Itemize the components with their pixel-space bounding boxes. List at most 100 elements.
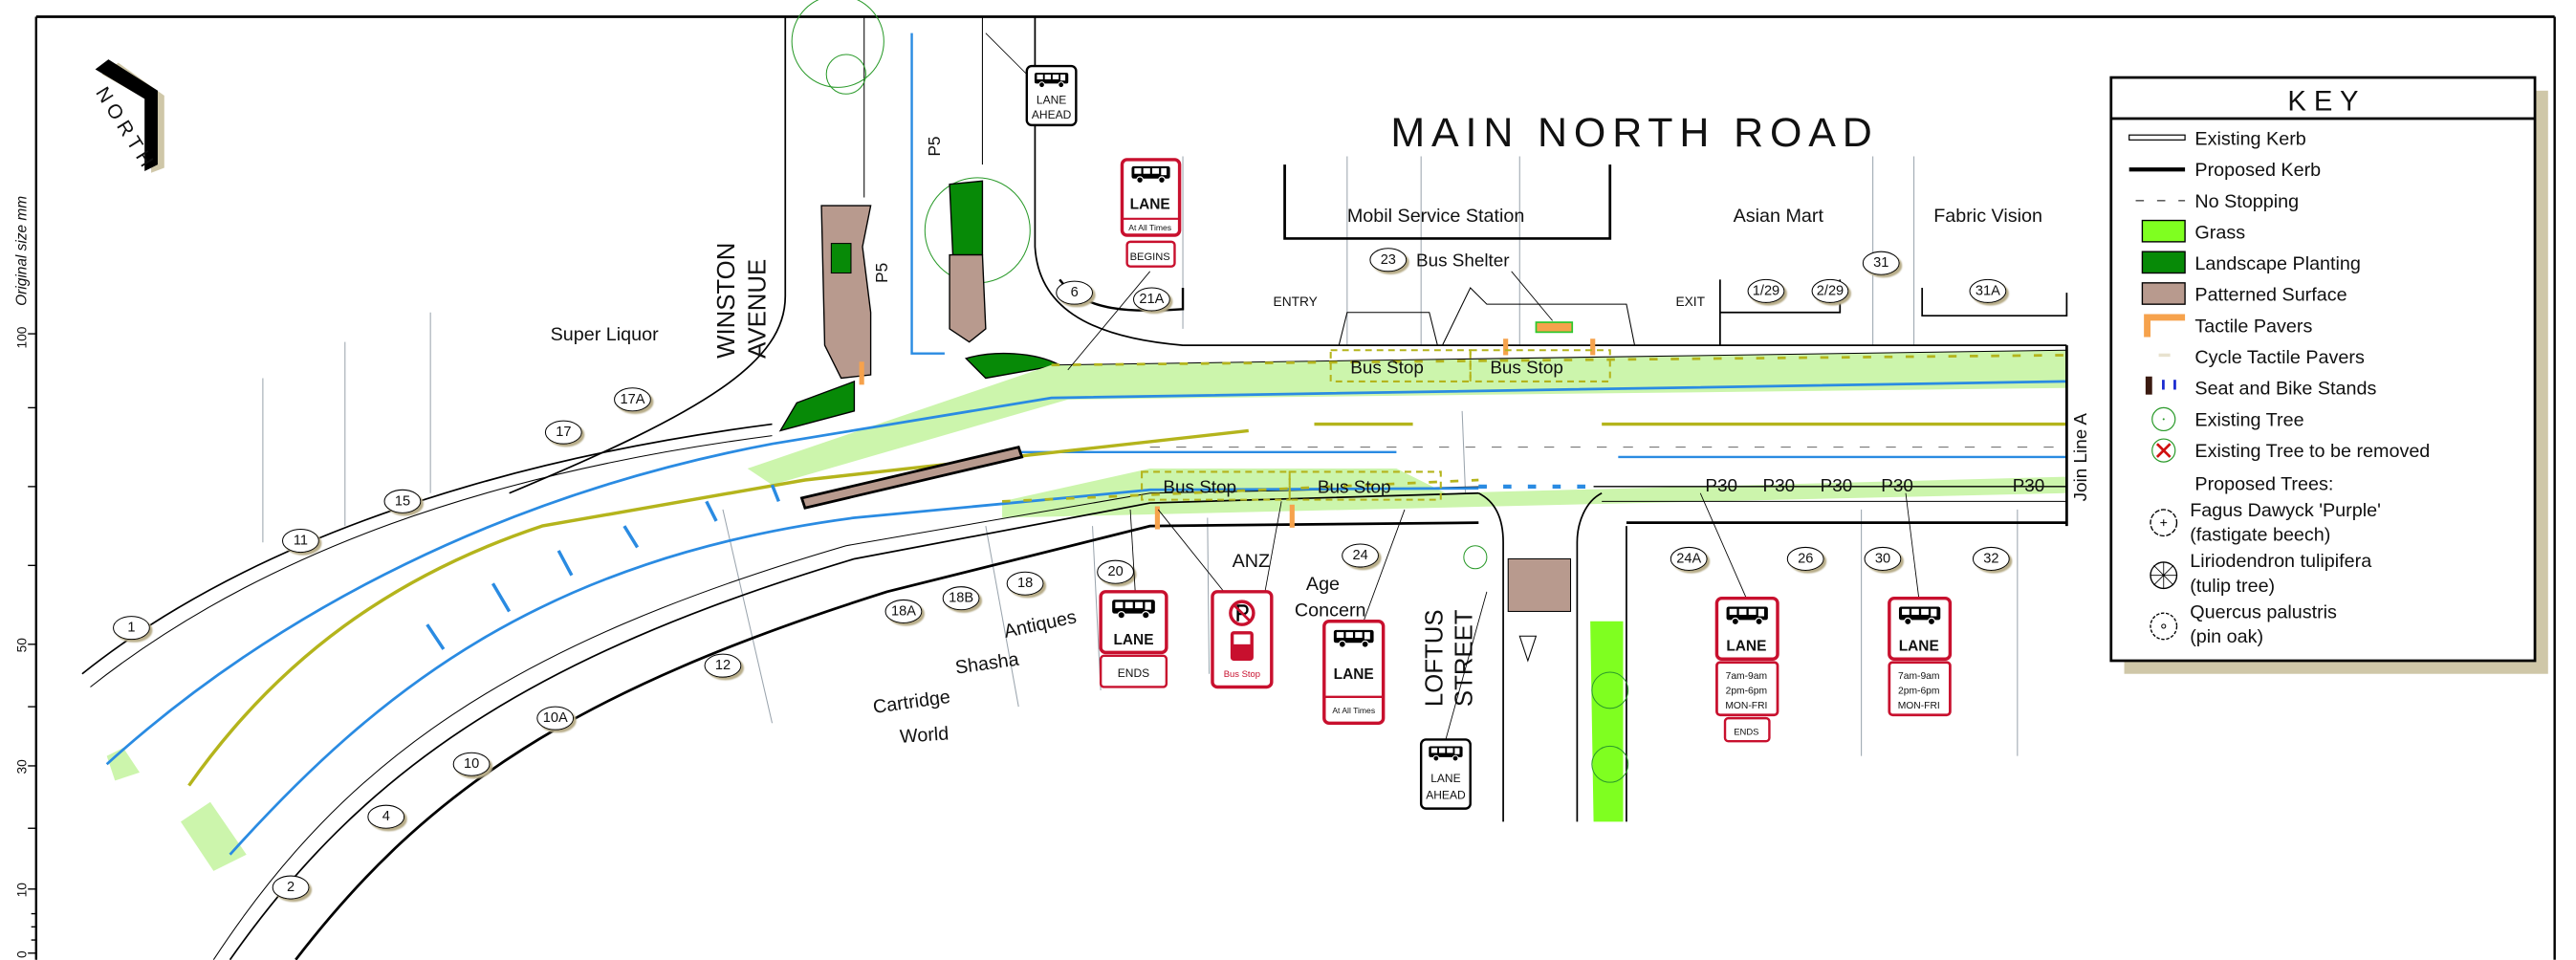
give-way-marking [1518,635,1538,663]
bus-lane-at-all-times-sign: LANE At All Times [1322,620,1386,725]
business-anz: ANZ [1233,551,1271,572]
key-item-label: Grass [2194,222,2245,243]
ruler-tick-100: 100 [14,326,29,348]
proposed-median-patterned [799,446,1024,510]
street-name-winston-1: WINSTON [713,243,740,359]
pin-oak-tree-icon [2150,612,2178,641]
ruler-label: Original size mm [13,196,30,306]
key-item-label: No Stopping [2194,191,2299,212]
bus-stop-no-parking-sign: Bus Stop [1211,590,1274,689]
key-tree-name: Fagus Dawyck 'Purple' [2190,500,2381,521]
property-number: 15 [395,493,410,509]
tactile-paver [1503,338,1509,356]
property-number: 10 [464,756,479,772]
sign-time-2: 2pm-6pm [1898,686,1940,696]
property-number: 12 [715,658,731,673]
sign-time-2: 2pm-6pm [1726,686,1768,696]
bus-lane-peak-ends-sign: LANE 7am-9am 2pm-6pm MON-FRI ENDS [1714,596,1779,743]
sign-lane-text: LANE [1130,197,1170,213]
sign-at-all-times: At All Times [1332,706,1375,715]
bus-lane-ahead-sign: LANE AHEAD [1419,738,1472,810]
sign-bus-stop: Bus Stop [1224,669,1260,680]
existing-tree-icon [791,0,884,88]
grass-swatch-icon [2141,219,2186,243]
business-antiques: Antiques [1002,606,1079,643]
property-number: 31A [1976,283,2000,298]
entry-label: ENTRY [1274,295,1318,309]
sign-time-1: 7am-9am [1726,671,1768,682]
property-number: 1/29 [1753,283,1779,298]
grass-verge [1590,621,1624,822]
business-shasha: Shasha [954,649,1020,679]
bus-shelter-leader [1511,271,1553,321]
bus-stop-label: Bus Stop [1163,478,1236,498]
property-number: 18A [891,603,916,619]
key-item-label: Cycle Tactile Pavers [2194,347,2365,368]
landscape-planting-island [778,380,856,432]
landscape-planting-island [949,180,984,256]
fagus-tree-icon [2150,509,2178,537]
sign-lane-text: LANE [1037,94,1066,107]
key-item-label: Patterned Surface [2194,285,2347,306]
key-item-label: Landscape Planting [2194,253,2361,274]
existing-tree-icon [1591,745,1629,783]
sign-time-3: MON-FRI [1725,701,1767,711]
tactile-pavers-icon [2144,314,2186,338]
key-item-label: Seat and Bike Stands [2194,379,2376,400]
sign-ahead-text: AHEAD [1426,788,1466,801]
property-number: 4 [382,809,390,824]
property-number: 21A [1139,292,1164,307]
join-line-label: Join Line A [2071,413,2091,502]
bus-lane-strip-north [747,350,2067,486]
key-item-label: Existing Tree to be removed [2194,441,2430,462]
bus-lane-strip-south [1002,468,2067,518]
bus-lane-begins-sign: LANE At All Times BEGINS [1120,158,1182,268]
map-key: K E Y Existing Kerb Proposed Kerb No Sto… [2109,76,2548,674]
tree-removed-icon [2151,438,2176,463]
bus-lane-strip-west [106,748,247,871]
business-super-liquor: Super Liquor [551,324,660,345]
bus-lane-peak-sign: LANE 7am-9am 2pm-6pm MON-FRI [1888,596,1953,717]
property-number: 6 [1071,285,1079,300]
key-item-label: Existing Tree [2194,409,2303,430]
property-number: 17 [556,425,571,440]
tactile-paver [1154,506,1160,530]
sign-time-3: MON-FRI [1898,701,1940,711]
sign-ends: ENDS [1734,727,1758,737]
bus-lane-ends-sign: LANE ENDS [1099,590,1168,688]
ruler-tick-0: 0 [14,950,29,958]
sign-lane-text: LANE [1430,772,1460,785]
ruler-tick-10: 10 [14,883,29,898]
business-asian-mart: Asian Mart [1734,206,1824,227]
key-proposed-trees-heading: Proposed Trees: [2194,473,2333,494]
street-name-loftus-1: LOFTUS [1422,609,1449,707]
business-cartridge-world-2: World [899,723,950,748]
ruler-tick-50: 50 [14,638,29,653]
property-numbers: 1 2 4 10 10A 11 12 15 17 17A 18A 18B 18 … [113,248,2010,900]
sign-lane-text: LANE [1726,639,1766,655]
tulip-tree-icon [2150,561,2178,590]
cycle-tactile-pavers-icon [2158,353,2171,358]
sign-at-all-times: At All Times [1128,223,1171,232]
property-number: 2/29 [1817,283,1844,298]
property-number: 10A [543,710,568,726]
tactile-paver [859,361,864,385]
sign-time-1: 7am-9am [1898,671,1940,682]
winston-avenue-road [509,16,1184,494]
property-number: 24 [1352,548,1367,563]
existing-tree-icon [2151,406,2176,432]
property-number: 1 [127,621,135,636]
patterned-swatch-icon [2141,282,2186,305]
p5-label: P5 [872,263,891,283]
p30-label: P30 [1763,476,1796,496]
key-title: K E Y [2287,86,2358,117]
property-number: 18B [949,591,973,606]
bus-shelter-seat [1535,321,1574,334]
road-title: MAIN NORTH ROAD [1390,110,1878,156]
property-number: 23 [1381,252,1396,268]
key-tree-common: (fastigate beech) [2190,525,2330,546]
scale-ruler [28,333,36,954]
property-number: 31 [1873,255,1888,271]
business-fabric-vision: Fabric Vision [1933,206,2042,227]
key-tree-common: (pin oak) [2190,626,2263,647]
